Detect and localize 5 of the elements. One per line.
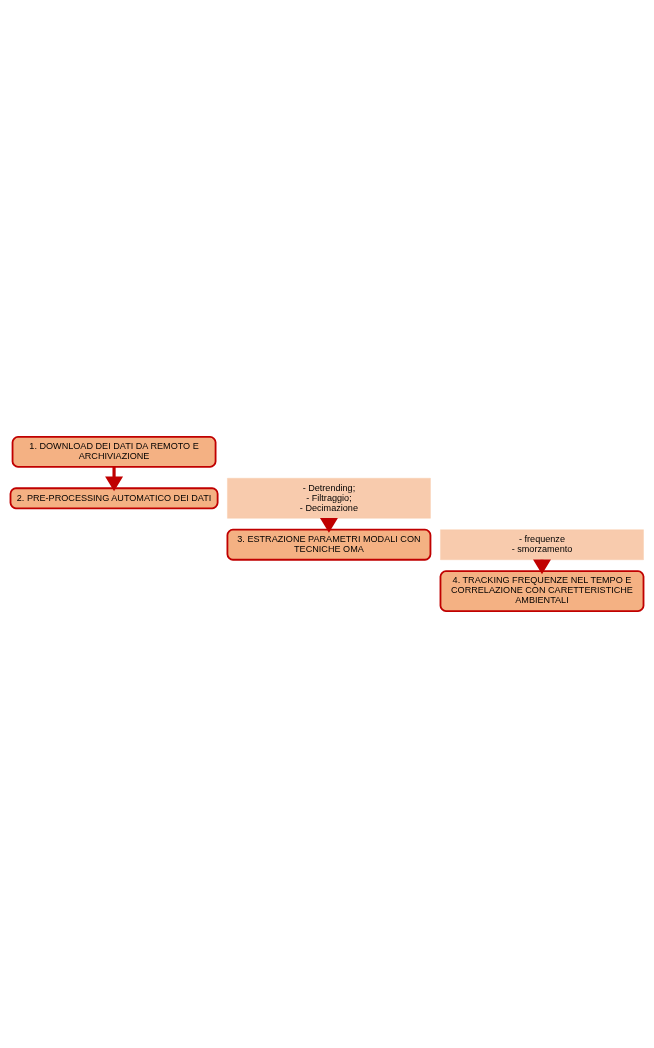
- node-box: 1. DOWNLOAD DEI DATI DA REMOTO E ARCHIVIAZIONE: [11, 435, 217, 468]
- node-box: 4. TRACKING FREQUENZE NEL TEMPO E CORRELAZIONE CON CARETTERISTICHE AMBIENTALI: [439, 570, 645, 613]
- node-box: 2. PRE-PROCESSING AUTOMATICO DEI DATI: [9, 487, 219, 510]
- node-box: 3. ESTRAZIONE PARAMETRI MODALI CON TECNICHE OMA: [226, 528, 432, 561]
- arrow: [105, 466, 124, 492]
